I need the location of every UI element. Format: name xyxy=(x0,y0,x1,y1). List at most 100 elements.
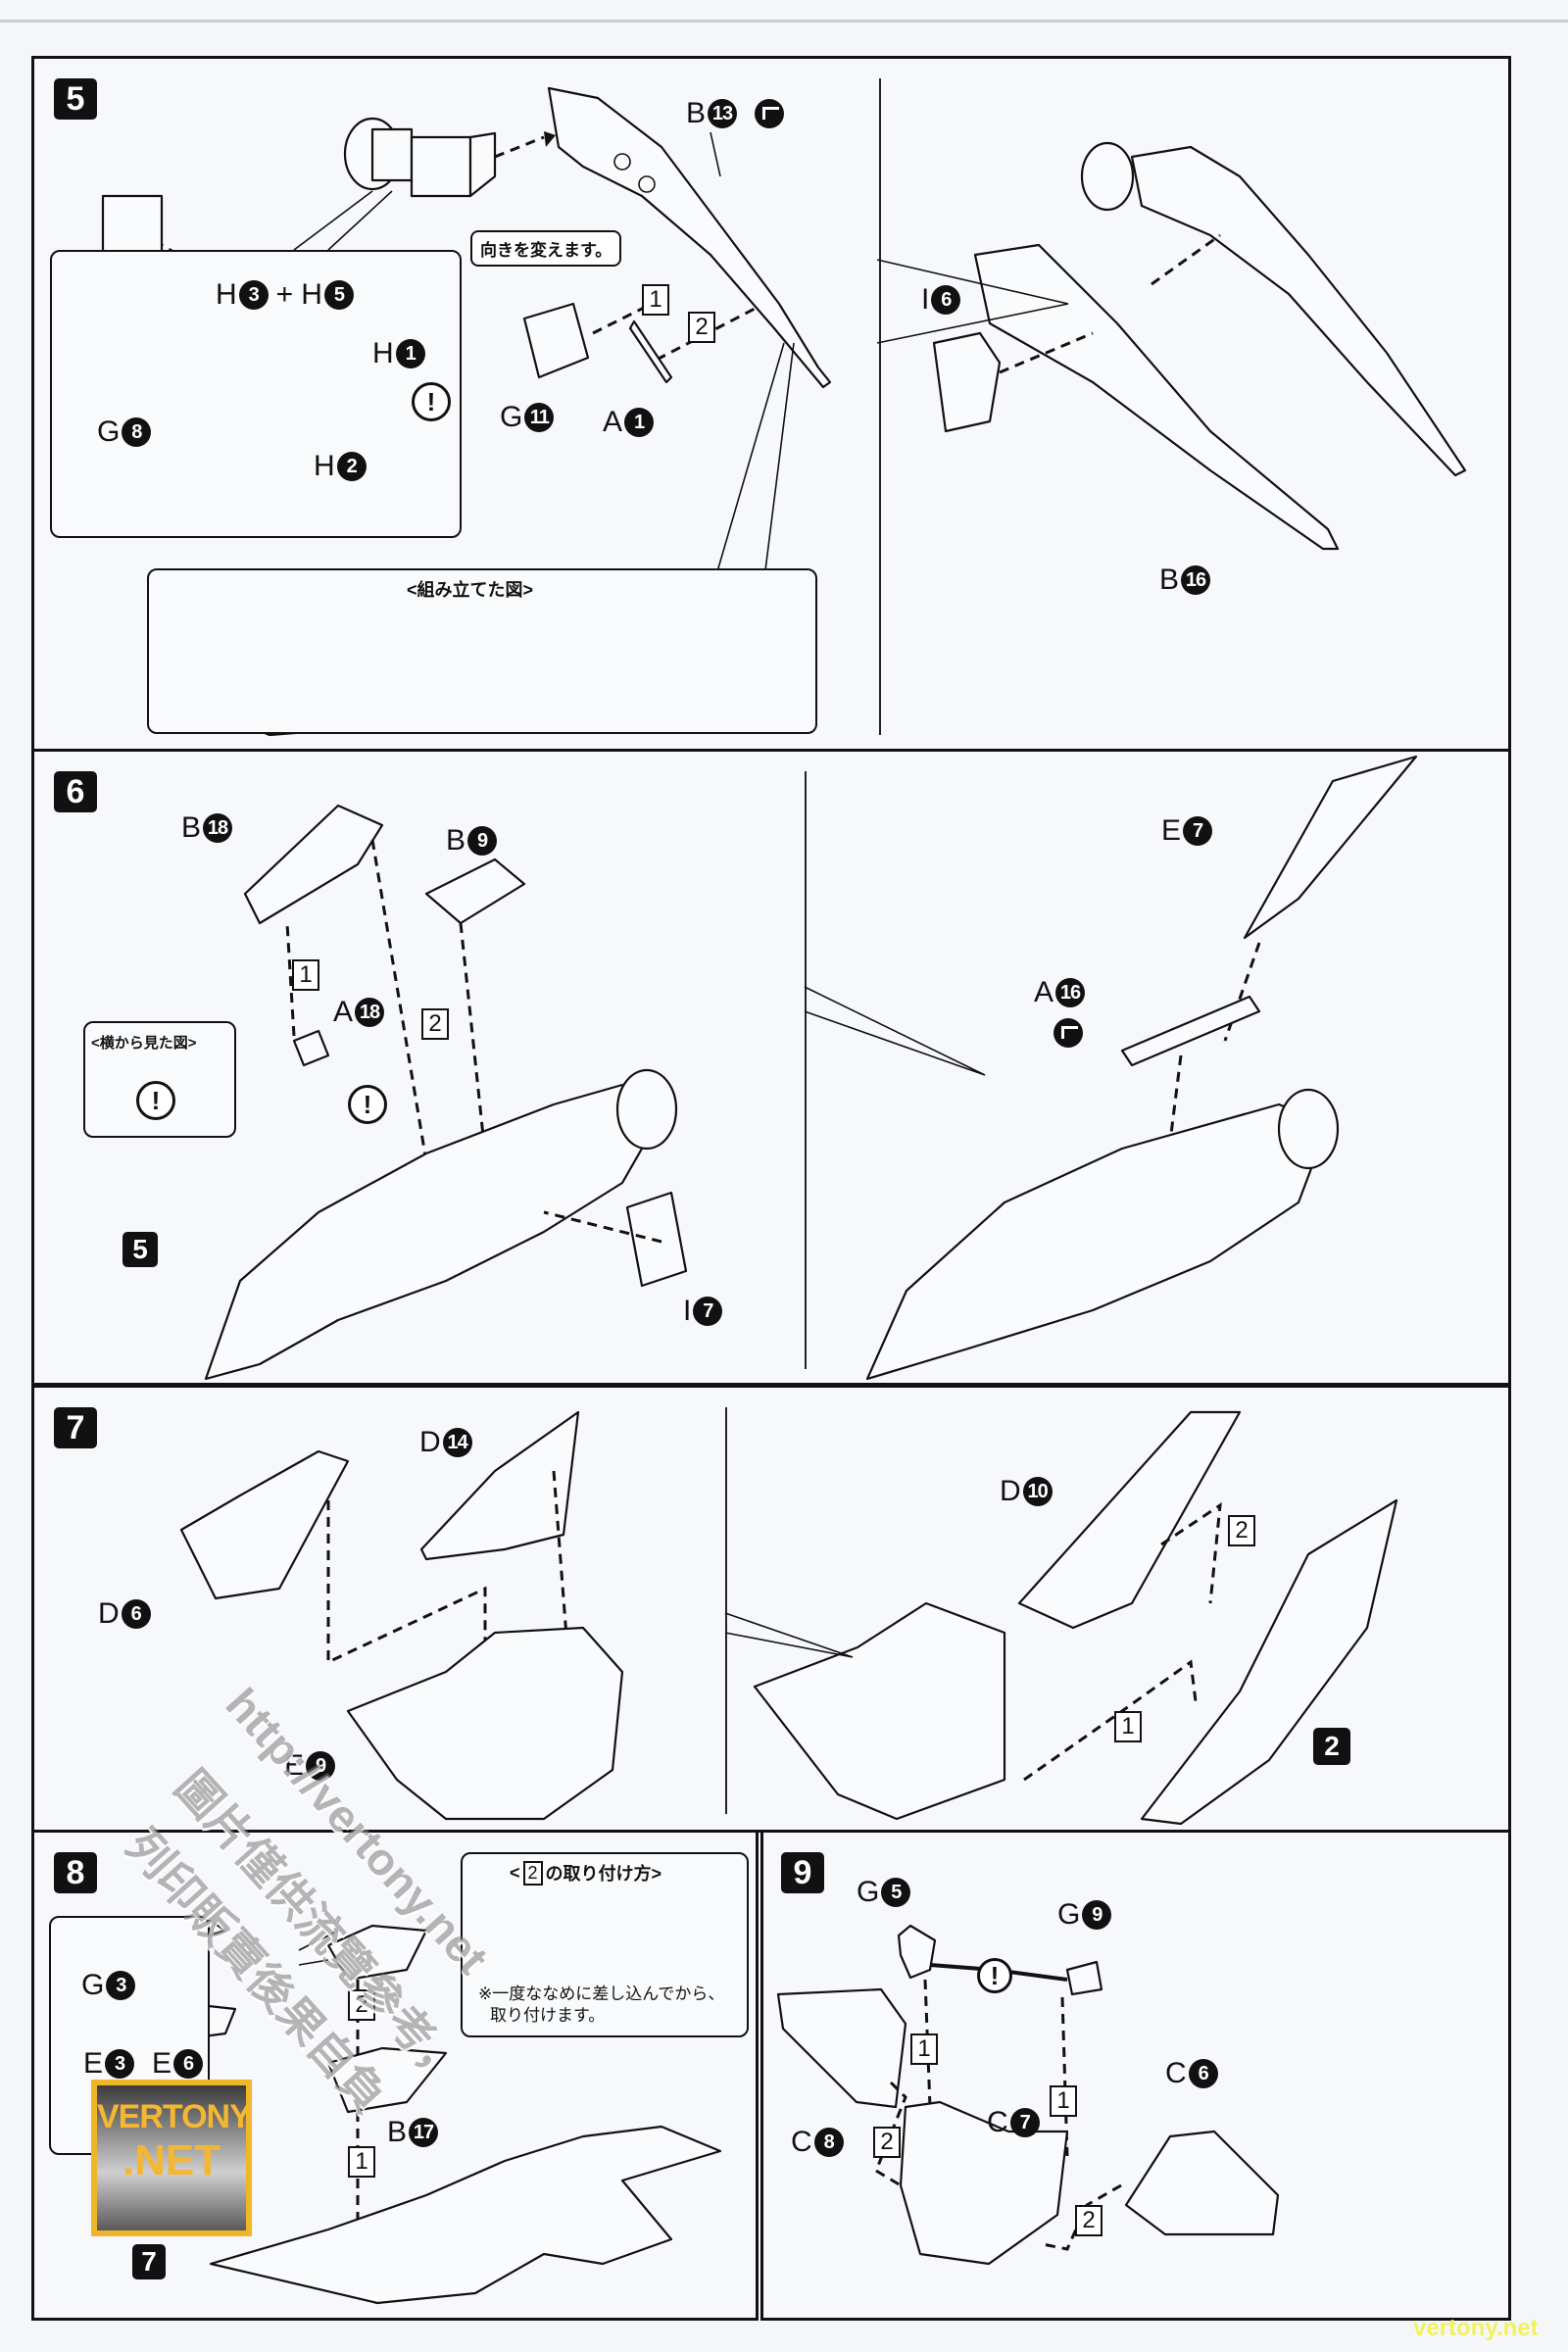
arrowhead xyxy=(544,131,556,147)
order-mark-2-left: 2 xyxy=(873,2127,901,2158)
order-mark-2: 2 xyxy=(1228,1515,1255,1546)
step-9-badge: 9 xyxy=(781,1852,824,1893)
order-mark-1: 1 xyxy=(1114,1711,1142,1742)
step-5-divider xyxy=(879,78,881,735)
step-6-divider xyxy=(805,771,807,1369)
part-2-drawing xyxy=(326,1924,428,1982)
part-c7-drawing xyxy=(899,2100,1069,2266)
caution-icon: ! xyxy=(412,382,451,421)
part-b9-drawing xyxy=(424,858,526,925)
step-7-divider xyxy=(725,1407,727,1814)
order-mark-2: 2 xyxy=(688,312,715,343)
caution-icon: ! xyxy=(977,1958,1012,1993)
sub-assembly-ref-7: 7 xyxy=(132,2244,166,2279)
step-9-diagram xyxy=(776,1924,1280,2266)
order-mark-1: 1 xyxy=(642,284,669,316)
step-6-diagram xyxy=(204,755,1418,1381)
fuselage-drawing xyxy=(204,1083,663,1381)
part-e7-drawing xyxy=(1243,755,1418,940)
howto-note-line-2: 取り付けます。 xyxy=(490,2006,606,2025)
step-5-panel: 5 xyxy=(31,56,1511,752)
caution-icon: ! xyxy=(136,1081,175,1120)
fuselage-2-drawing xyxy=(1140,1498,1398,1826)
page-top-edge xyxy=(0,20,1568,23)
part-d10-drawing xyxy=(1017,1410,1242,1630)
howto-title: < 2 の取り付け方> xyxy=(510,1860,662,1886)
step-8-howto-inset xyxy=(461,1852,749,2037)
order-mark-2-right: 2 xyxy=(1075,2205,1102,2236)
gate-cut-icon xyxy=(1054,1018,1083,1048)
caution-icon: ! xyxy=(348,1085,387,1124)
sub-assembly-ref-5: 5 xyxy=(122,1232,158,1267)
vertony-logo: VERTONY .NET xyxy=(91,2080,252,2236)
step-7-diagram xyxy=(179,1410,1398,1826)
howto-note-line-1: ※一度ななめに差し込んでから、 xyxy=(478,1984,725,2003)
part-g11-drawing xyxy=(522,302,590,379)
side-view-title: <横から見た図> xyxy=(91,1035,197,1052)
step-5-badge: 5 xyxy=(54,78,97,120)
part-c6-drawing xyxy=(1124,2130,1280,2236)
part-d14-drawing xyxy=(419,1410,580,1561)
footer-watermark: vertony.net xyxy=(1413,2315,1539,2341)
part-a18-drawing xyxy=(292,1029,330,1067)
arrow-engine-to-b13 xyxy=(494,135,545,159)
base-drawing xyxy=(753,1601,1006,1821)
part-d6-drawing xyxy=(179,1449,350,1600)
order-mark-1-left: 1 xyxy=(910,2034,938,2065)
airframe-drawing xyxy=(209,2125,722,2305)
sub-assembly-ref-2: 2 xyxy=(1313,1728,1350,1765)
step-6-badge: 6 xyxy=(54,771,97,812)
part-a16-drawing xyxy=(1120,995,1261,1067)
step-5-assembled-view xyxy=(147,568,817,734)
order-mark-1: 1 xyxy=(292,959,319,991)
part-g5-drawing xyxy=(897,1924,937,1980)
order-mark-1-right: 1 xyxy=(1050,2085,1077,2117)
part-g9-drawing xyxy=(1065,1960,1103,1996)
part-c8-drawing xyxy=(776,1987,907,2109)
part-b17-drawing xyxy=(326,2046,448,2114)
gate-cut-icon xyxy=(755,99,784,128)
step-5-orientation-note: 向きを変えます。 xyxy=(470,230,622,267)
part-e9-drawing xyxy=(346,1626,624,1821)
part-i6-drawing xyxy=(932,331,1002,433)
engine-assembly-drawing xyxy=(343,117,497,198)
assembled-fuselage-drawing xyxy=(865,1102,1330,1381)
part-b13-drawing xyxy=(547,86,832,389)
order-mark-2: 2 xyxy=(421,1008,449,1040)
order-mark-1: 1 xyxy=(348,2146,375,2178)
assembled-view-title: <組み立てた図> xyxy=(407,580,534,600)
part-b18-drawing xyxy=(243,804,384,925)
step-8-badge: 8 xyxy=(54,1852,97,1893)
